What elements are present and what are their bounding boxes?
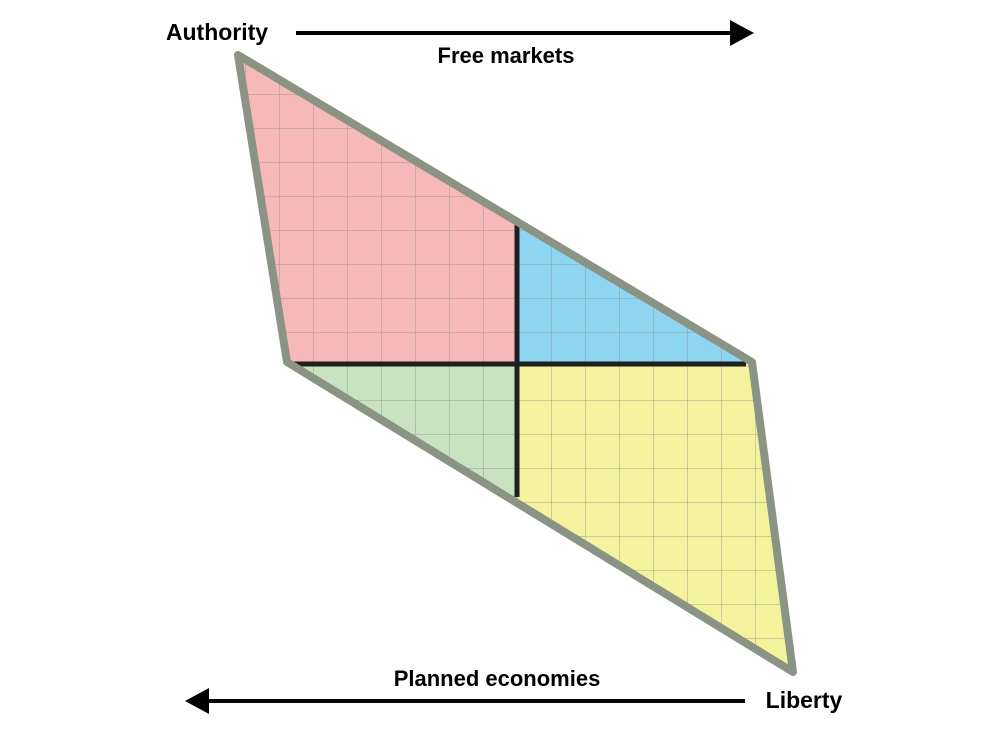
compass-border bbox=[234, 51, 797, 676]
authority-label: Authority bbox=[166, 19, 268, 45]
liberty-label: Liberty bbox=[766, 687, 843, 713]
arrow-left-head bbox=[185, 688, 209, 714]
free-markets-label: Free markets bbox=[438, 43, 575, 68]
planned-economies-label: Planned economies bbox=[394, 666, 601, 691]
arrow-right-head bbox=[730, 20, 754, 46]
